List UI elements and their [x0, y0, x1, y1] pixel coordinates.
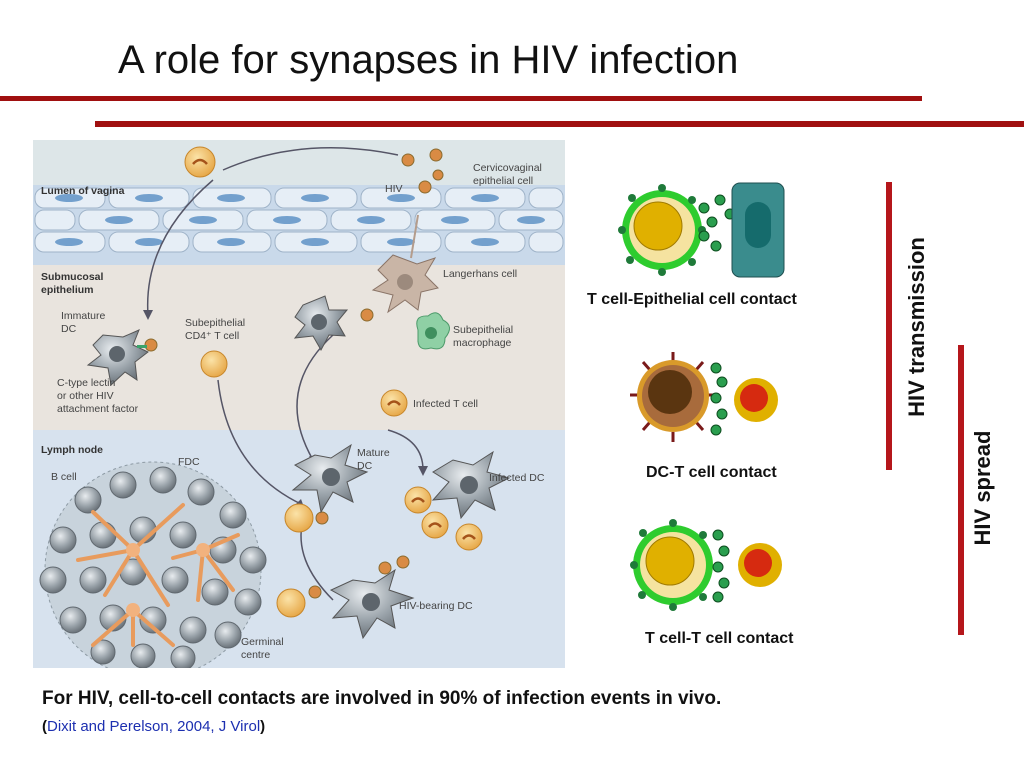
label-hiv-bearing-dc: HIV-bearing DC [399, 600, 473, 612]
infected-t-cell [380, 389, 408, 417]
label-germinal-2: centre [241, 649, 270, 661]
citation: (Dixit and Perelson, 2004, J Virol) [42, 718, 265, 735]
label-macrophage-2: macrophage [453, 337, 512, 349]
label-langerhans: Langerhans cell [443, 268, 517, 280]
caption-text: For HIV, cell-to-cell contacts are invol… [42, 688, 722, 709]
contact-dc-tcell [630, 352, 778, 442]
label-bcell: B cell [51, 471, 77, 483]
label-subepi-t-2: CD4⁺ T cell [185, 330, 239, 342]
slide-title: A role for synapses in HIV infection [118, 38, 739, 82]
dc-with-receptor [293, 295, 349, 352]
label-germinal-1: Germinal [241, 636, 284, 648]
label-subepi-t-1: Subepithelial [185, 317, 245, 329]
label-mature-2: DC [357, 460, 373, 472]
citation-ref: Dixit and Perelson, 2004, J Virol [47, 718, 261, 735]
subepithelial-macrophage [416, 312, 450, 350]
hiv-bearing-dc [329, 568, 415, 640]
immature-dc [86, 329, 149, 386]
label-tcell-epithelial-contact: T cell-Epithelial cell contact [587, 291, 797, 308]
label-hiv-transmission: HIV transmission [904, 237, 929, 417]
title-rule-bottom [95, 121, 1024, 127]
label-immature-2: DC [61, 323, 77, 335]
infected-t-cells-cluster [404, 486, 483, 551]
label-dc-tcell-contact: DC-T cell contact [646, 464, 777, 481]
t-cell-near-mature-dc [284, 503, 314, 533]
label-tcell-tcell-contact: T cell-T cell contact [645, 630, 794, 647]
label-macrophage-1: Subepithelial [453, 324, 513, 336]
citation-close: ) [260, 718, 266, 735]
infected-dc [431, 450, 511, 520]
label-lectin-3: attachment factor [57, 403, 139, 415]
label-cervico-2: epithelial cell [473, 175, 533, 187]
label-hiv-spread: HIV spread [970, 430, 995, 546]
region-submucosal-2: epithelium [41, 284, 94, 296]
spread-bar [958, 345, 964, 635]
label-fdc: FDC [178, 456, 200, 468]
title-rule-top [0, 96, 922, 101]
label-hiv: HIV [385, 183, 403, 195]
label-immature-1: Immature [61, 310, 106, 322]
region-lumen: Lumen of vagina [41, 185, 125, 197]
label-mature-1: Mature [357, 447, 390, 459]
contact-tcell-epithelial [618, 182, 785, 278]
region-lymph-node: Lymph node [41, 444, 103, 456]
region-submucosal-1: Submucosal [41, 271, 104, 283]
mature-dc [291, 443, 369, 514]
infected-t-cell-top [184, 146, 216, 178]
subepithelial-t-cell [200, 350, 228, 378]
contact-tcell-tcell [630, 519, 782, 611]
germinal-centre [39, 461, 267, 668]
transmission-bar [886, 182, 892, 470]
t-cell-near-hiv-bearing-dc [276, 588, 306, 618]
label-cervico-1: Cervicovaginal [473, 162, 542, 174]
langerhans-cell [371, 214, 439, 314]
label-infected-t: Infected T cell [413, 398, 478, 410]
citation-open: ( [42, 718, 47, 735]
hiv-infection-diagram: Lumen of vagina Submucosal epithelium Ly… [33, 140, 565, 668]
label-infected-dc: Infected DC [489, 472, 545, 484]
label-lectin-2: or other HIV [57, 390, 114, 402]
label-lectin-1: C-type lectin [57, 377, 116, 389]
